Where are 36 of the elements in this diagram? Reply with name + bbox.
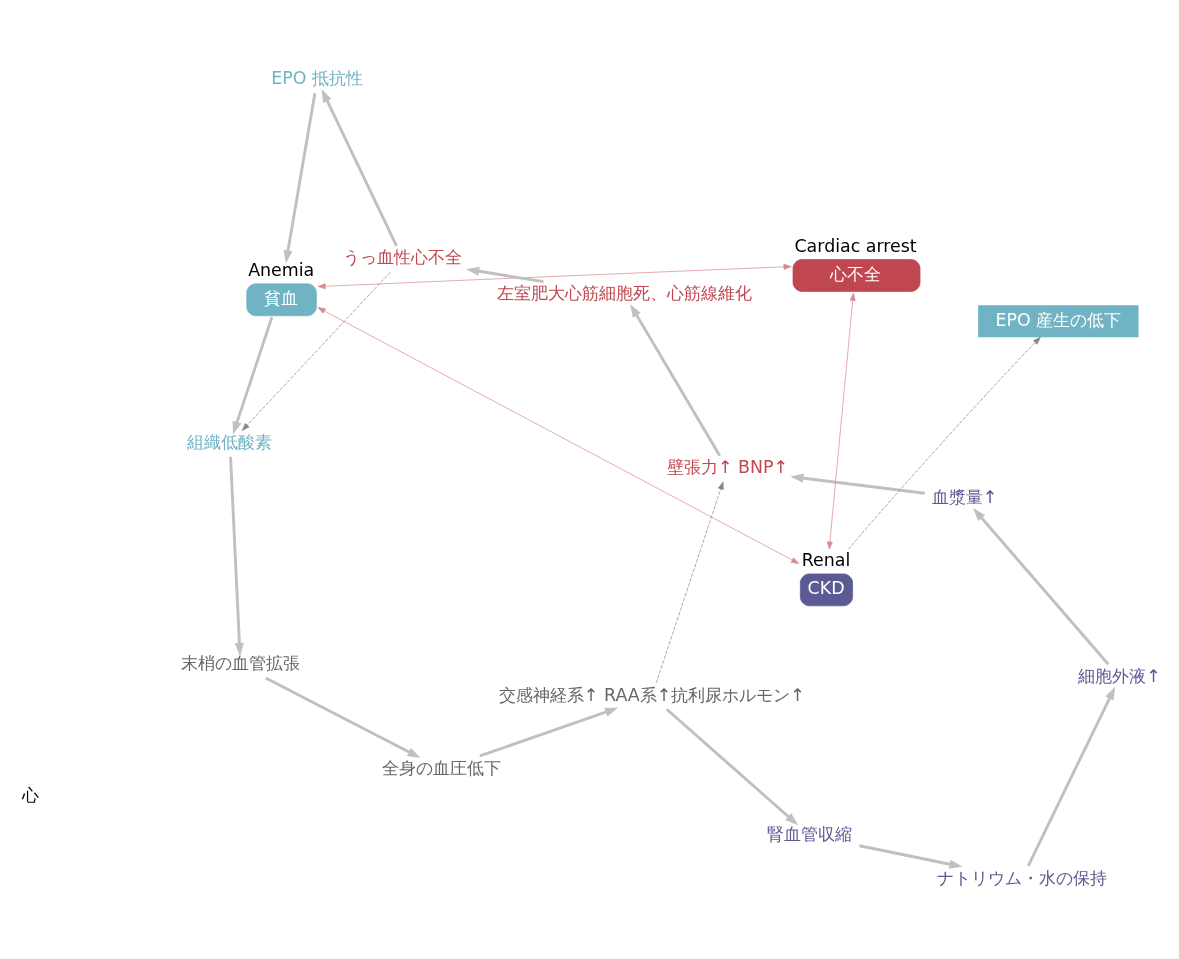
arrow: [229, 456, 244, 657]
arrow: [630, 304, 721, 457]
node-box: EPO 産生の低下: [978, 305, 1139, 338]
arrow: [655, 481, 724, 684]
node-text: 組織低酸素: [187, 432, 273, 453]
node-text: 腎血管収縮: [767, 824, 853, 845]
arrow: [665, 708, 799, 826]
arrow: [317, 307, 800, 564]
node-label: Renal: [801, 550, 851, 571]
node-label: Cardiac arrest: [794, 235, 917, 256]
arrow: [321, 89, 398, 247]
arrow: [479, 707, 619, 758]
node-text: 左室肥大心筋細胞死、心筋線維化: [497, 283, 753, 304]
node-text: 血漿量↑: [931, 486, 998, 507]
arrow: [827, 292, 856, 550]
node-text: 壁張力↑ BNP↑: [666, 457, 789, 478]
node-label: Anemia: [248, 259, 315, 280]
arrow: [317, 263, 792, 290]
node-text: 交感神経系↑ RAA系↑抗利尿ホルモン↑: [498, 684, 805, 705]
node-text: 全身の血圧低下: [382, 757, 502, 778]
arrow: [848, 336, 1041, 550]
node-text: EPO 抵抗性: [271, 68, 364, 89]
arrow: [1027, 686, 1116, 867]
arrow: [973, 508, 1110, 666]
arrow: [241, 271, 391, 431]
node-text: ナトリウム・水の保持: [936, 867, 1107, 888]
arrow: [859, 844, 963, 869]
arrow: [265, 676, 421, 758]
label: 心: [22, 784, 40, 805]
arrow: [232, 316, 274, 435]
arrow: [283, 93, 317, 264]
arrow: [790, 473, 925, 495]
arrow: [466, 266, 544, 284]
node-text: うっ血性心不全: [343, 247, 463, 268]
node-text: 末梢の血管拡張: [180, 653, 300, 674]
node-text: 細胞外液↑: [1078, 665, 1161, 686]
